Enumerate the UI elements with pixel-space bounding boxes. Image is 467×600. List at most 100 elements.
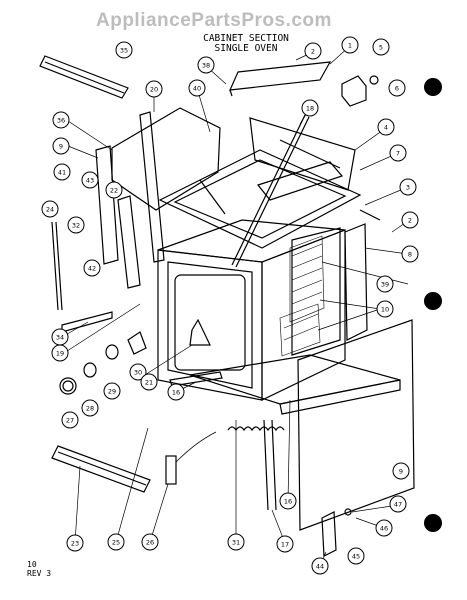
callout: 31 (227, 533, 245, 551)
callout: 2 (401, 211, 419, 229)
callout: 30 (129, 363, 147, 381)
diagram-heading: CABINET SECTION SINGLE OVEN (186, 34, 306, 54)
callout: 17 (276, 535, 294, 553)
svg-text:2: 2 (311, 48, 315, 56)
callout: 23 (66, 534, 84, 552)
svg-text:32: 32 (72, 222, 80, 230)
callout: 27 (61, 411, 79, 429)
part-26-switch (165, 431, 217, 485)
svg-text:9: 9 (59, 143, 63, 151)
callout: 28 (81, 399, 99, 417)
binder-hole-bottom (424, 514, 442, 532)
callout: 8 (401, 245, 419, 263)
callout: 43 (81, 171, 99, 189)
svg-text:16: 16 (284, 498, 292, 506)
callout: 9 (392, 462, 410, 480)
part-31-coil (227, 419, 285, 511)
part-21-lamp (139, 318, 211, 379)
callout: 24 (41, 200, 59, 218)
footer-line-1: 10 (27, 560, 37, 569)
svg-text:5: 5 (379, 44, 383, 52)
svg-text:3: 3 (406, 184, 410, 192)
watermark: AppliancePartsPros.com (96, 10, 332, 31)
callout: 5 (372, 38, 390, 56)
svg-text:20: 20 (150, 86, 158, 94)
knob-parts (59, 331, 147, 395)
svg-text:30: 30 (134, 369, 142, 377)
part-10-insulation (279, 235, 325, 357)
part-20-side (139, 111, 165, 263)
callout: 21 (140, 373, 158, 391)
callout: 20 (145, 80, 163, 98)
callout: 4 (377, 118, 395, 136)
part-18-rod (231, 114, 310, 268)
heading-line-1: CABINET SECTION (203, 33, 289, 44)
svg-text:27: 27 (66, 417, 74, 425)
svg-text:47: 47 (394, 501, 402, 509)
svg-text:35: 35 (120, 47, 128, 55)
svg-text:2: 2 (408, 217, 412, 225)
svg-text:39: 39 (381, 281, 389, 289)
callout: 42 (83, 259, 101, 277)
callout: 46 (375, 519, 393, 537)
callout: 2 (304, 42, 322, 60)
callout: 16 (279, 492, 297, 510)
part-9-strip (95, 145, 119, 265)
callout: 7 (389, 144, 407, 162)
callout: 39 (376, 275, 394, 293)
callout: 44 (311, 557, 329, 575)
part-34-bracket (61, 311, 113, 333)
svg-text:24: 24 (46, 206, 54, 214)
leader-lines (61, 45, 409, 567)
part-16-bracket (169, 371, 223, 387)
part-5-block (341, 75, 379, 107)
svg-text:26: 26 (146, 539, 154, 547)
svg-text:34: 34 (56, 334, 64, 342)
callout: 36 (52, 111, 70, 129)
svg-text:36: 36 (57, 117, 65, 125)
callout: 22 (105, 181, 123, 199)
svg-text:9: 9 (399, 468, 403, 476)
cabinet-body (157, 219, 346, 401)
part-24-rod (51, 221, 63, 311)
svg-text:46: 46 (380, 525, 388, 533)
callout: 6 (388, 79, 406, 97)
svg-text:4: 4 (384, 124, 388, 132)
svg-text:16: 16 (172, 389, 180, 397)
part-1-top-panel (229, 61, 332, 97)
callout: 29 (103, 382, 121, 400)
callout-markers: 35 2 1 5 38 6 20 40 36 18 4 9 7 43 41 22… (41, 36, 419, 575)
callout: 3 (399, 178, 417, 196)
part-22-side (117, 195, 141, 289)
revision-note: 10 REV 3 (27, 560, 51, 578)
svg-text:29: 29 (108, 388, 116, 396)
svg-text:40: 40 (193, 85, 201, 93)
part-9-side-panel (297, 319, 415, 531)
svg-text:41: 41 (58, 169, 66, 177)
svg-text:21: 21 (145, 379, 153, 387)
cabinet-base (189, 354, 401, 415)
svg-text:19: 19 (56, 350, 64, 358)
callout: 45 (347, 547, 365, 565)
svg-text:42: 42 (88, 265, 96, 273)
footer-line-2: REV 3 (27, 569, 52, 578)
svg-text:10: 10 (381, 306, 389, 314)
callout: 26 (141, 533, 159, 551)
svg-text:31: 31 (232, 539, 240, 547)
svg-text:25: 25 (112, 539, 120, 547)
part-23-trim (51, 445, 151, 493)
svg-text:17: 17 (281, 541, 289, 549)
svg-text:8: 8 (408, 251, 412, 259)
callout: 18 (301, 99, 319, 117)
svg-text:6: 6 (395, 85, 399, 93)
heading-line-2: SINGLE OVEN (214, 43, 278, 54)
part-35-trim (39, 55, 129, 99)
part-8-right-panel (344, 209, 381, 341)
callout: 40 (188, 79, 206, 97)
callout: 38 (197, 56, 215, 74)
callout: 19 (51, 344, 69, 362)
svg-text:18: 18 (306, 105, 314, 113)
callout: 35 (115, 41, 133, 59)
